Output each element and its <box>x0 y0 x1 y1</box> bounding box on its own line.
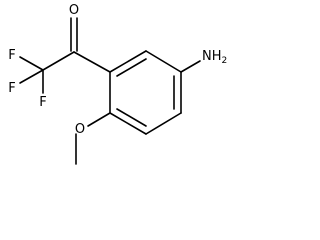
chemical-structure-diagram: O F F F NH2 O <box>8 3 227 165</box>
atom-label-oxygen-methoxy: O <box>75 122 85 137</box>
atom-label-fluorine-1: F <box>8 48 15 63</box>
atom-label-amino: NH2 <box>202 49 227 66</box>
ring-bond-1 <box>109 50 147 73</box>
ring-inner-double-3 <box>116 108 147 127</box>
atom-label-fluorine-3: F <box>39 95 46 110</box>
carbonyl-to-ring-bond <box>73 51 111 73</box>
ring-bond-2 <box>145 50 182 73</box>
carbonyl-to-cf3-bond <box>42 51 75 71</box>
ring-inner-double-1 <box>116 58 147 77</box>
ring-to-amino-bond <box>180 60 201 73</box>
atom-label-oxygen-carbonyl: O <box>69 3 79 18</box>
amino-label-main: NH <box>202 49 222 64</box>
cf3-bond-lower <box>19 69 44 84</box>
amino-label-subscript: 2 <box>222 56 228 66</box>
cf3-bond-upper <box>19 56 44 71</box>
ring-bond-4 <box>145 112 182 135</box>
atom-label-fluorine-2: F <box>8 81 15 96</box>
ring-bond-5 <box>109 112 147 135</box>
ring-to-methoxy-bond <box>87 112 111 127</box>
